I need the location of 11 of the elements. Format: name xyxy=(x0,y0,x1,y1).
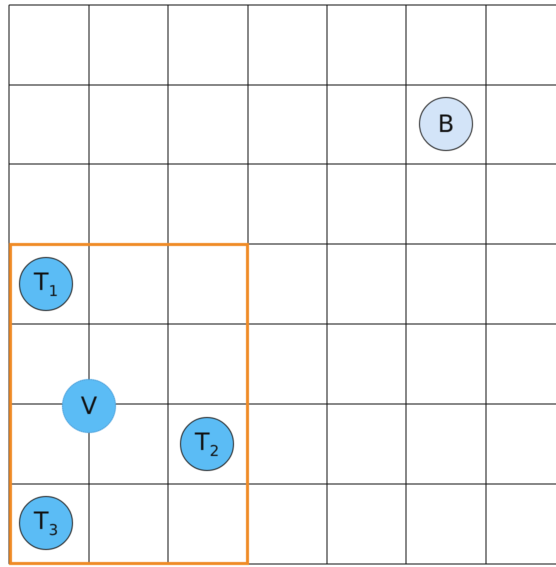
circle-node xyxy=(19,257,73,311)
node-label: T$_{2}$ xyxy=(194,428,220,460)
node-label: B xyxy=(438,110,454,138)
circle-node xyxy=(419,97,473,151)
node-label: V xyxy=(80,392,98,420)
circle-node xyxy=(19,496,73,550)
circle-node xyxy=(180,417,234,471)
frame-rectangle xyxy=(9,243,249,565)
node-label: T$_{1}$ xyxy=(34,268,58,300)
circle-node xyxy=(62,379,116,433)
node-label: T$_{3}$ xyxy=(34,507,58,539)
